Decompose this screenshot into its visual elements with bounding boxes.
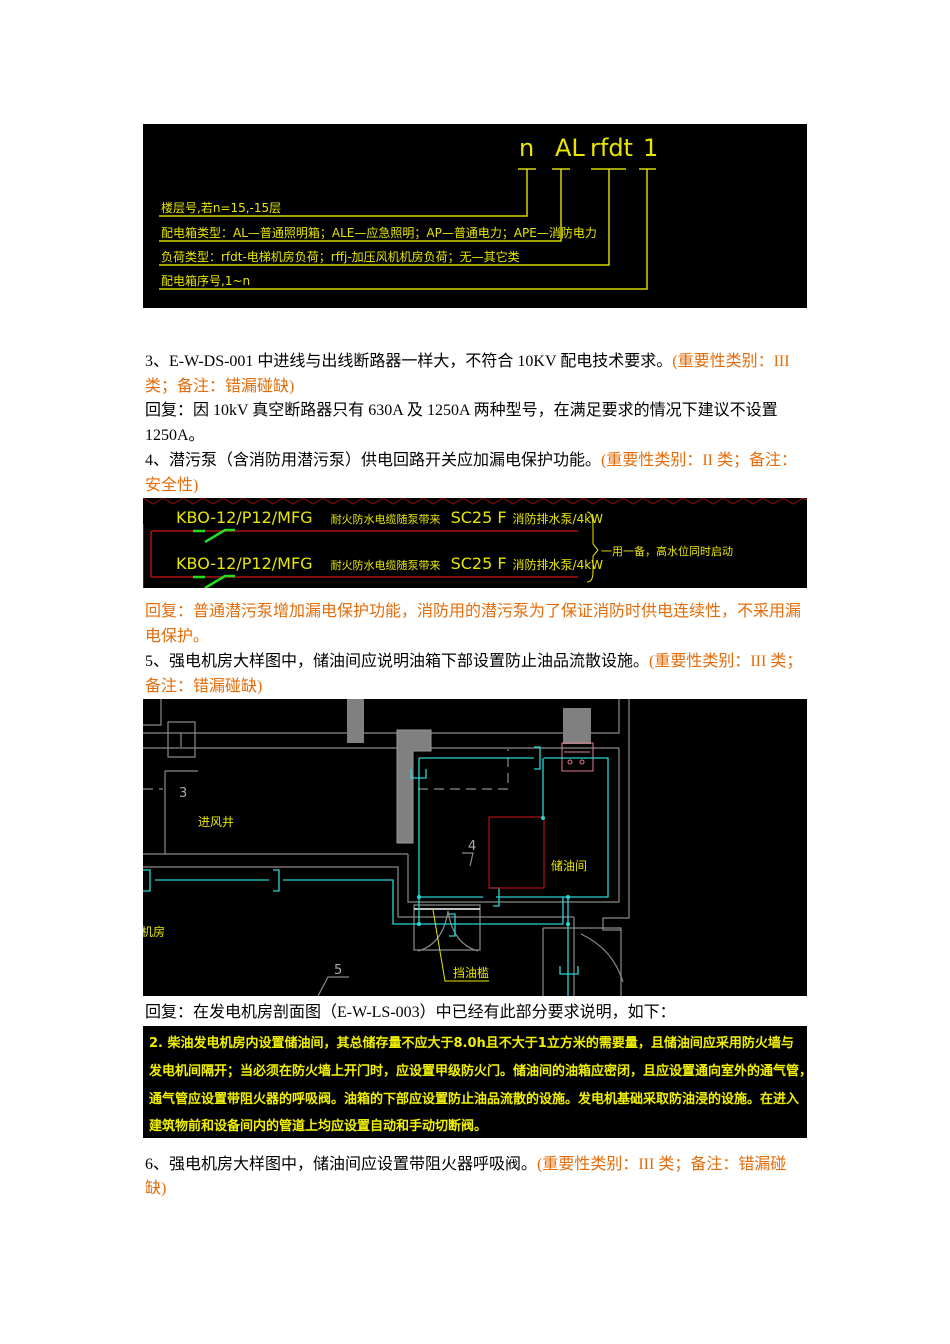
item-text: 6、强电机房大样图中，储油间应设置带阻火器呼吸阀。 [145,1155,538,1173]
generator-room-specification-figure: 2. 柴油发电机房内设置储油间，其总储存量不应大于8.0h且不大于1立方米的需要… [143,1025,807,1138]
conduit: SC25 F [451,554,507,573]
spec-line: 通气管应设置带阻火器的呼吸阀。油箱的下部应设置防止油品流散的设施。发电机基础采取… [149,1091,799,1107]
conduit: SC25 F [451,508,507,527]
item-5: 5、强电机房大样图中，储油间应说明油箱下部设置防止油品流散设施。(重要性类别：I… [145,650,807,699]
label-3: 3 [179,786,187,801]
cable-note: 耐火防水电缆随泵带来 [331,512,441,526]
legend-line: 配电箱序号,1~n [161,273,250,288]
item-4-reply: 回复：普通潜污泵增加漏电保护功能，消防用的潜污泵为了保证消防时供电连续性，不采用… [145,603,802,645]
oil-sill-label: 挡油槛 [453,965,489,980]
circuit-row-1: KBO-12/P12/MFG 耐火防水电缆随泵带来 SC25 F 消防排水泵/4kW [176,508,603,527]
item-text: 3、E-W-DS-001 中进线与出线断路器一样大，不符合 10KV 配电技术要… [145,353,673,370]
item-6: 6、强电机房大样图中，储油间应设置带阻火器呼吸阀。(重要性类别：III 类；备注… [145,1153,807,1202]
code-serial: 1 [643,134,658,162]
item-note: (重要性类别：III 类；备注：错漏碰缺) [145,353,790,395]
air-shaft-label: 进风井 [198,815,234,829]
circuit-row-2: KBO-12/P12/MFG 耐火防水电缆随泵带来 SC25 F 消防排水泵/4kW [176,554,603,573]
cable-note: 耐火防水电缆随泵带来 [331,558,441,572]
item-3-reply: 回复：因 10kV 真空断路器只有 630A 及 1250A 两种型号，在满足要… [145,402,778,444]
item-text: 5、强电机房大样图中，储油间应说明油箱下部设置防止油品流散设施。 [145,653,650,670]
code-box-type: AL [555,134,585,162]
spec-line: 建筑物前和设备间内的管道上均应设置自动和手动切断阀。 [149,1118,487,1134]
code-load-type: rfdt [590,134,633,162]
item-4: 4、潜污泵（含消防用潜污泵）供电回路开关应加漏电保护功能。(重要性类别：II 类… [145,449,807,498]
breaker-model: KBO-12/P12/M [176,554,291,573]
spec-line: 2. 柴油发电机房内设置储油间，其总储存量不应大于8.0h且不大于1立方米的需要… [149,1035,794,1051]
oil-room-label: 储油间 [551,858,587,873]
room-label: 机房 [143,924,165,939]
load: 消防排水泵/4kW [513,557,604,572]
label-5: 5 [334,963,342,978]
document-body: n AL rfdt 1 楼层号,若n=15,-15层 配电箱类型：AL—普通照明… [0,124,950,1202]
legend-line: 负荷类型：rfdt-电梯机房负荷；rffj-加压风机机房负荷；无—其它类 [161,249,520,264]
item-note: (重要性类别：II 类；备注：安全性) [145,452,798,494]
brace-note: 一用一备，高水位同时启动 [601,544,733,558]
label-4: 4 [468,839,476,854]
item-note: (重要性类别：III 类；备注：错漏碰缺) [145,1155,787,1198]
breaker-model: KBO-12/P12/M [176,508,291,527]
legend-line: 楼层号,若n=15,-15层 [161,200,281,215]
legend-line: 配电箱类型：AL—普通照明箱；ALE—应急照明；AP—普通电力；APE—消防电力 [161,225,597,240]
item-3: 3、E-W-DS-001 中进线与出线断路器一样大，不符合 10KV 配电技术要… [145,350,807,399]
item-5-reply: 回复：在发电机房剖面图（E-W-LS-003）中已经有此部分要求说明，如下： [145,1004,676,1021]
load: 消防排水泵/4kW [513,511,604,526]
item-note: (重要性类别：III 类；备注：错漏碰缺) [145,653,803,695]
distribution-box-naming-figure: n AL rfdt 1 楼层号,若n=15,-15层 配电箱类型：AL—普通照明… [143,124,807,308]
spec-line: 发电机间隔开；当必须在防火墙上开门时，应设置甲级防火门。储油间的油箱应密闭，且应… [148,1063,807,1079]
generator-room-plan-figure: 3 4 5 进风井 储油间 机房 挡油槛 [143,699,807,996]
item-text: 4、潜污泵（含消防用潜污泵）供电回路开关应加漏电保护功能。 [145,452,602,469]
breaker-overlap: FG [291,508,313,527]
code-floor: n [519,134,534,162]
breaker-overlap: FG [291,554,313,573]
